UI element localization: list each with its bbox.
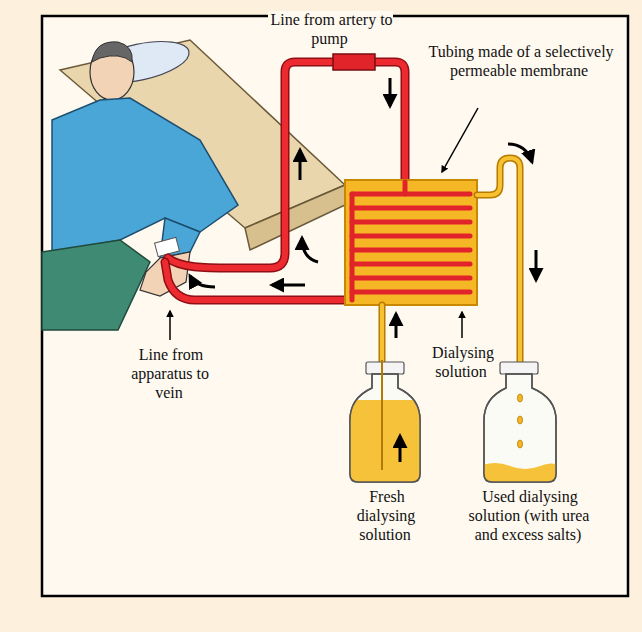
label: Fresh dialysing solution xyxy=(338,487,434,544)
pump xyxy=(333,54,375,70)
label-text: Fresh dialysing solution xyxy=(357,488,416,543)
label: Used dialysing solution (with urea and e… xyxy=(468,487,590,544)
label: Line from artery to pump xyxy=(268,10,393,48)
label-text: Tubing made of a selectively permeable m… xyxy=(426,43,613,79)
used-bottle xyxy=(480,362,560,490)
leader-lines xyxy=(170,108,478,340)
flow-arrows xyxy=(190,78,536,462)
fresh-bottle xyxy=(345,360,425,490)
label: Dialysing solution xyxy=(417,343,507,381)
label-text: Dialysing solution xyxy=(430,344,494,380)
label-text: Line from apparatus to vein xyxy=(131,346,209,401)
frame xyxy=(42,16,628,596)
dialyser xyxy=(345,180,477,305)
label-text: Line from artery to pump xyxy=(268,11,392,47)
label-text: Used dialysing solution (with urea and e… xyxy=(469,488,590,543)
patient xyxy=(42,34,238,330)
label: Line from apparatus to vein xyxy=(115,345,225,402)
label: Tubing made of a selectively permeable m… xyxy=(425,42,615,80)
